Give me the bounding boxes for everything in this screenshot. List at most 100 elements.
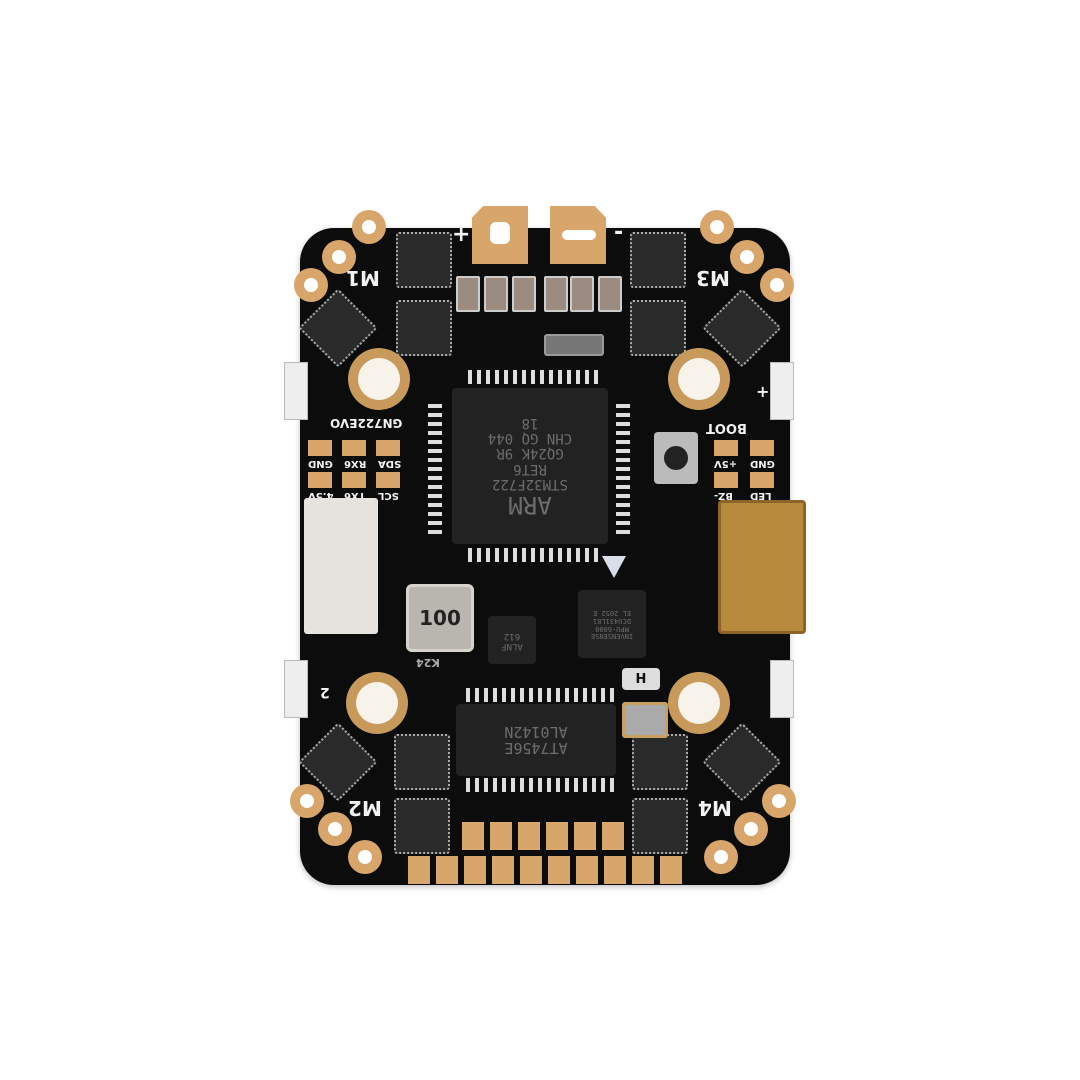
pad-tx6 bbox=[342, 472, 366, 488]
m3-pad-1 bbox=[700, 210, 734, 244]
bottom-pad bbox=[408, 856, 430, 884]
pad-rx6 bbox=[342, 440, 366, 456]
m1-label: M1 bbox=[346, 266, 380, 290]
mcu-pins-top bbox=[468, 370, 598, 384]
bottom-pad bbox=[520, 856, 542, 884]
m4-pad-1 bbox=[762, 784, 796, 818]
plus-label: + bbox=[452, 222, 471, 247]
label-5v: +5V bbox=[714, 458, 738, 469]
boot-label: BOOT bbox=[706, 420, 747, 435]
side-connector-top-right bbox=[770, 362, 794, 420]
bottom-pad bbox=[660, 856, 682, 884]
pad-scl bbox=[376, 472, 400, 488]
m2-pad-1 bbox=[290, 784, 324, 818]
mount-hole-top-right bbox=[668, 348, 730, 410]
osd-pins-bottom bbox=[466, 778, 614, 792]
inductor-label: 100 bbox=[419, 606, 461, 630]
mcu-text: CHN GQ 044 bbox=[487, 430, 573, 447]
side-connector-bottom-right bbox=[770, 660, 794, 718]
bottom-pad bbox=[518, 822, 540, 850]
mount-hole-top-left bbox=[348, 348, 410, 410]
chip-text: ALNF bbox=[501, 640, 523, 651]
boot-button-cap bbox=[664, 446, 688, 470]
capacitor bbox=[598, 276, 622, 312]
regulator-chip: ALNF 612 bbox=[488, 616, 536, 664]
pad-4v5 bbox=[308, 472, 332, 488]
mosfet bbox=[632, 798, 688, 854]
m3-pad-3 bbox=[760, 268, 794, 302]
m2-pad-2 bbox=[318, 812, 352, 846]
bottom-pad bbox=[462, 822, 484, 850]
mcu-text: 18 bbox=[521, 414, 539, 431]
side-connector-top-left bbox=[284, 362, 308, 420]
chip-text: 612 bbox=[503, 631, 521, 641]
mcu-pins-bottom bbox=[468, 548, 598, 562]
mosfet bbox=[396, 232, 452, 288]
gyro-chip: INVENSENSE MPU-6000 DCU431L81 EL 2052 E bbox=[578, 590, 646, 658]
mosfet bbox=[632, 734, 688, 790]
side-connector-bottom-left bbox=[284, 660, 308, 718]
osd-text: AL0142N bbox=[504, 723, 568, 741]
negative-slot bbox=[562, 230, 596, 240]
positive-hole bbox=[490, 222, 510, 244]
mount-hole-bottom-right bbox=[668, 672, 730, 734]
capacitor bbox=[570, 276, 594, 312]
mcu-text: ARM bbox=[508, 490, 552, 519]
m4-label: M4 bbox=[698, 796, 732, 820]
gyro-text: MPU-6000 bbox=[595, 624, 629, 633]
label-sda: SDA bbox=[378, 458, 402, 469]
osd-pins-top bbox=[466, 688, 614, 702]
gyro-text: EL 2052 E bbox=[593, 609, 631, 618]
bottom-pad bbox=[548, 856, 570, 884]
pad-gnd bbox=[308, 440, 332, 456]
mosfet bbox=[394, 798, 450, 854]
osd-chip: AT7456E AL0142N bbox=[456, 704, 616, 776]
label-gnd: GND bbox=[308, 458, 333, 469]
bottom-pad bbox=[436, 856, 458, 884]
m1-pad-3 bbox=[294, 268, 328, 302]
pad-led bbox=[750, 472, 774, 488]
m1-pad-2 bbox=[322, 240, 356, 274]
mosfet bbox=[630, 300, 686, 356]
mcu-text: GQ24K 9R bbox=[496, 445, 564, 462]
boot-button[interactable] bbox=[654, 432, 698, 484]
m4-pad-3 bbox=[704, 840, 738, 874]
orientation-arrow bbox=[602, 556, 626, 578]
mcu-chip: ARM STM32F722 RET6 GQ24K 9R CHN GQ 044 1… bbox=[452, 388, 608, 544]
jst-connector[interactable] bbox=[304, 498, 378, 634]
h-label: H bbox=[635, 671, 647, 687]
mosfet bbox=[630, 232, 686, 288]
label-gnd-right: GND bbox=[750, 458, 775, 469]
oscillator bbox=[622, 702, 668, 738]
mcu-text: STM32F722 bbox=[492, 476, 568, 493]
side-label: 2 bbox=[320, 684, 330, 700]
m1-pad-1 bbox=[352, 210, 386, 244]
m2-label: M2 bbox=[348, 796, 382, 820]
m3-pad-2 bbox=[730, 240, 764, 274]
h-component: H bbox=[622, 668, 660, 690]
bottom-pad bbox=[492, 856, 514, 884]
label-scl: SCL bbox=[378, 490, 399, 501]
m3-label: M3 bbox=[696, 266, 730, 290]
gyro-text: DCU431L81 bbox=[593, 617, 631, 625]
capacitor bbox=[512, 276, 536, 312]
pad-gnd-right bbox=[750, 440, 774, 456]
label-rx6: RX6 bbox=[344, 458, 367, 469]
pad-sda bbox=[376, 440, 400, 456]
usb-connector[interactable] bbox=[718, 500, 806, 634]
mosfet bbox=[396, 300, 452, 356]
capacitor bbox=[544, 276, 568, 312]
mcu-pins-right bbox=[616, 404, 630, 534]
bottom-pad bbox=[604, 856, 626, 884]
m2-pad-3 bbox=[348, 840, 382, 874]
osd-text: AT7456E bbox=[504, 739, 568, 758]
bottom-pad bbox=[576, 856, 598, 884]
bottom-pad bbox=[464, 856, 486, 884]
capacitor bbox=[484, 276, 508, 312]
mcu-text: RET6 bbox=[513, 460, 547, 477]
m4-pad-2 bbox=[734, 812, 768, 846]
gyro-text: INVENSENSE bbox=[590, 632, 634, 641]
pad-bz bbox=[714, 472, 738, 488]
mount-hole-bottom-left bbox=[346, 672, 408, 734]
pad-5v bbox=[714, 440, 738, 456]
